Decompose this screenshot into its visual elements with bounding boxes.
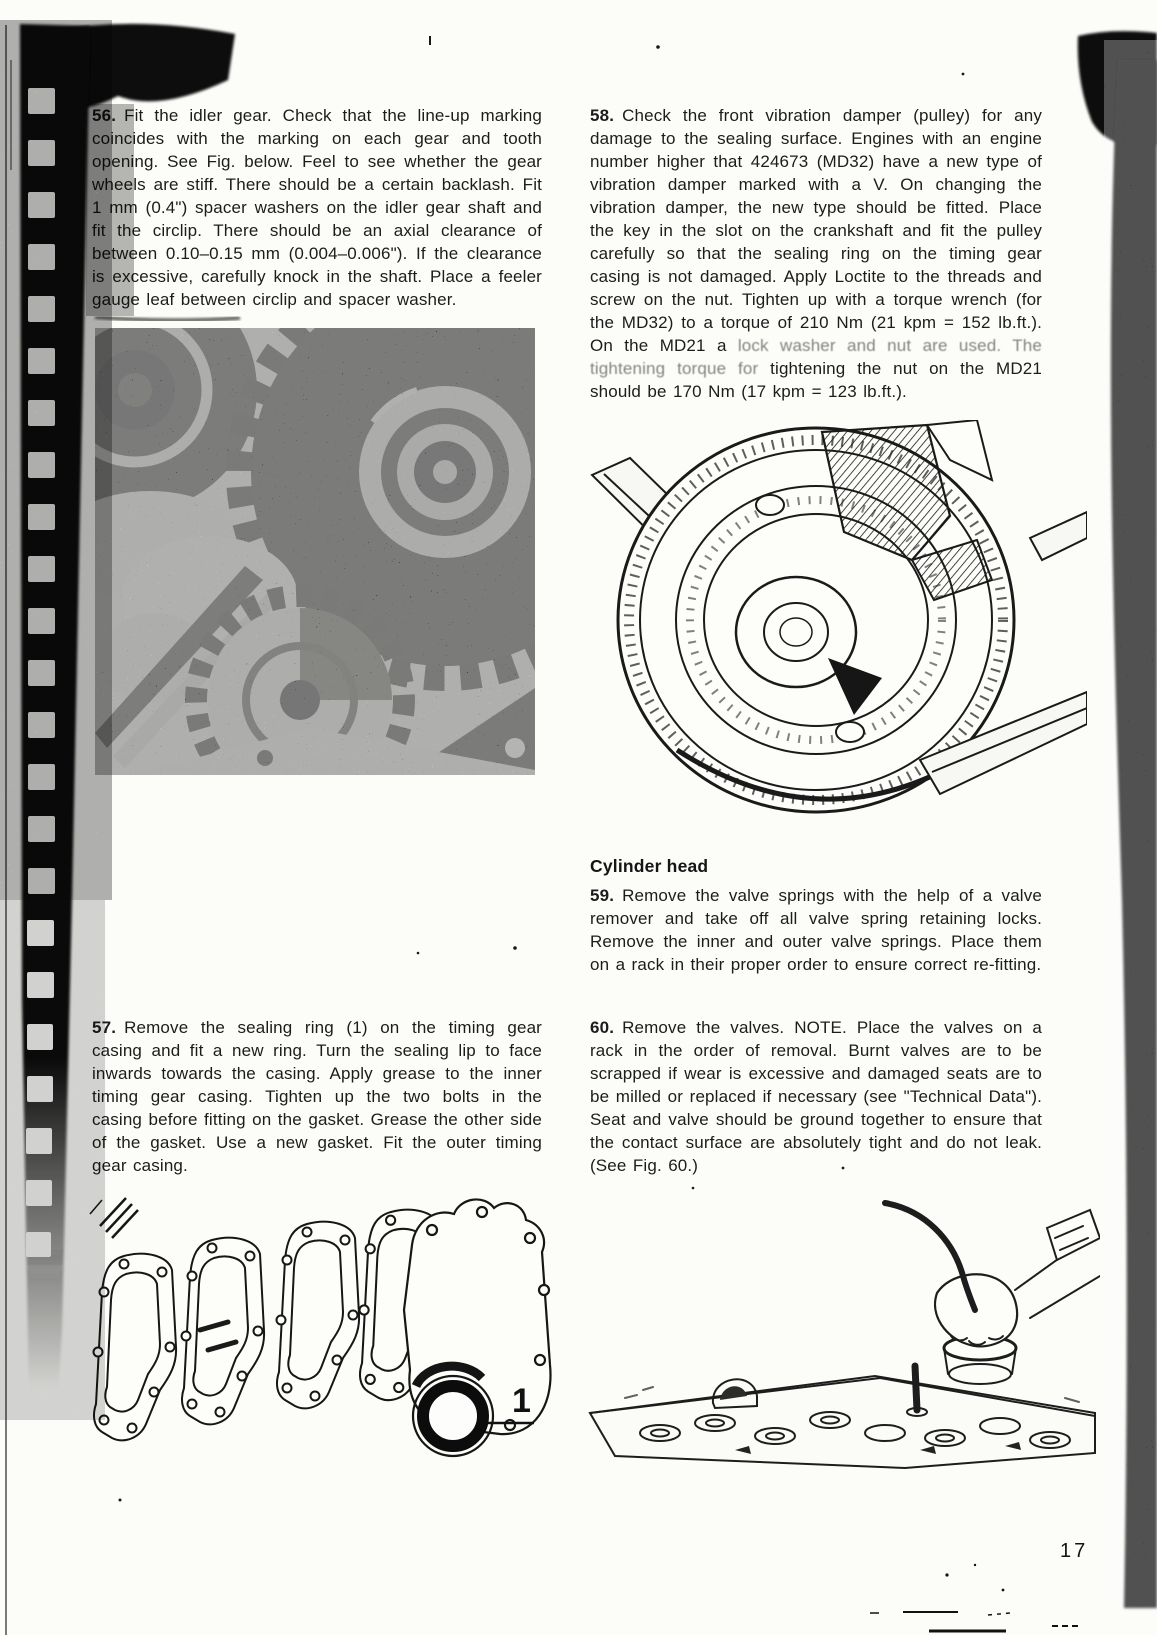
step-58-paragraph: 58.Check the front vibration damper (pul… [590, 104, 1042, 403]
figure-timing-gears-photo [95, 328, 535, 775]
figure-vibration-damper-drawing [590, 420, 1087, 814]
step-57-number: 57. [92, 1018, 117, 1037]
figure-callout-1: 1 [512, 1382, 531, 1420]
step-57-text: Remove the sealing ring (1) on the timin… [92, 1018, 542, 1175]
step-60-paragraph: 60.Remove the valves. NOTE. Place the va… [590, 1016, 1042, 1177]
cylinder-head-heading: Cylinder head [590, 856, 709, 876]
step-57-paragraph: 57.Remove the sealing ring (1) on the ti… [92, 1016, 542, 1177]
step-59-text: Remove the valve springs with the help o… [590, 886, 1042, 974]
step-60-number: 60. [590, 1018, 615, 1037]
step-58-text-part1: Check the front vibration damper (pulley… [590, 106, 1042, 355]
step-59-paragraph: 59.Remove the valve springs with the hel… [590, 884, 1042, 976]
step-56-text: Fit the idler gear. Check that the line-… [92, 106, 542, 309]
bottom-scan-marks [870, 1563, 1080, 1633]
figure-timing-cover-gaskets-drawing: 1 [89, 1197, 552, 1458]
step-56-paragraph: 56.Fit the idler gear. Check that the li… [92, 104, 542, 311]
step-58-text-faded-line: lock washer and nut are used. The tighte… [590, 336, 1042, 378]
step-58-text-part2: tightening the nut on the MD21 should be… [590, 359, 1042, 401]
step-56-number: 56. [92, 106, 117, 125]
figure-valve-spring-removal-drawing [588, 1200, 1100, 1470]
step-60-text: Remove the valves. NOTE. Place the valve… [590, 1018, 1042, 1175]
step-58-number: 58. [590, 106, 615, 125]
page-number: 17 [1060, 1540, 1089, 1562]
step-59-number: 59. [590, 886, 615, 905]
